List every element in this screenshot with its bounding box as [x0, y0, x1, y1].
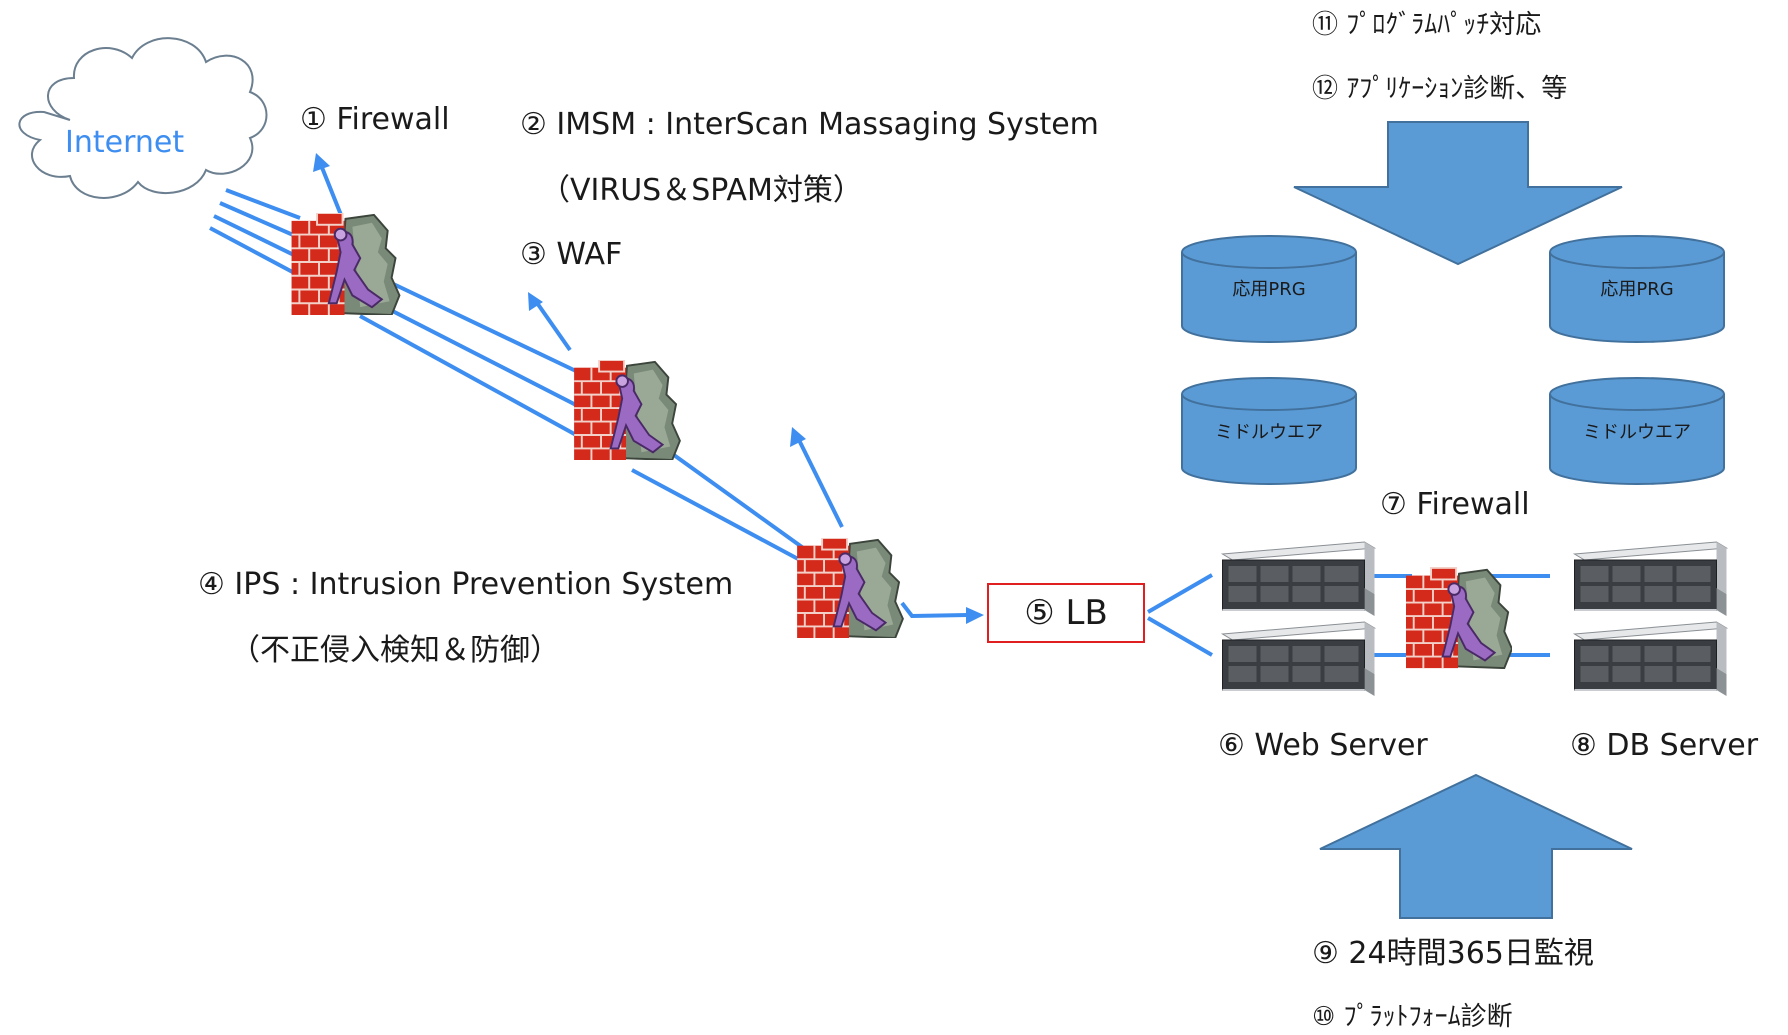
cylinder-mw-right — [1549, 394, 1725, 485]
web-server-icon-2 — [1221, 620, 1376, 698]
db-server-icon-1 — [1573, 540, 1728, 618]
block-arrow-up — [1319, 773, 1633, 919]
web-server-icon-1 — [1221, 540, 1376, 618]
platform-diagnosis-label: ⑩ ﾌﾟﾗｯﾄﾌｫｰﾑ診断 — [1312, 1002, 1513, 1032]
cylinder-app-left — [1181, 252, 1357, 343]
app-diagnosis-label: ⑫ ｱﾌﾟﾘｹｰｼｮﾝ診断、等 — [1312, 74, 1568, 104]
cloud-icon — [18, 37, 268, 199]
cylinder-mw-left-label: ミドルウエア — [1215, 422, 1323, 443]
ips-label: ④ IPS : Intrusion Prevention System — [198, 567, 734, 602]
db-server-icon-2 — [1573, 620, 1728, 698]
web-server-label: ⑥ Web Server — [1218, 728, 1428, 763]
waf-label: ③ WAF — [520, 237, 623, 272]
firewall-7-label: ⑦ Firewall — [1380, 487, 1530, 522]
imsm-sub-label: （VIRUS＆SPAM対策） — [540, 173, 863, 208]
cylinder-app-right — [1549, 252, 1725, 343]
db-server-label: ⑧ DB Server — [1570, 728, 1759, 763]
block-arrow-down — [1293, 121, 1623, 266]
firewall-icon-3 — [796, 538, 904, 638]
patch-label: ⑪ ﾌﾟﾛｸﾞﾗﾑﾊﾟｯﾁ対応 — [1312, 10, 1542, 40]
cylinder-app-left-label: 応用PRG — [1232, 279, 1306, 300]
cloud-label: Internet — [65, 125, 185, 160]
cylinder-mw-right-label: ミドルウエア — [1583, 422, 1691, 443]
firewall-icon-1 — [290, 213, 401, 315]
firewall-icon-2 — [573, 360, 681, 460]
cylinder-app-right-label: 応用PRG — [1600, 279, 1674, 300]
firewall-icon-4 — [1406, 567, 1512, 669]
cylinder-mw-left — [1181, 394, 1357, 485]
load-balancer-label: ⑤ LB — [1024, 593, 1108, 633]
load-balancer-box: ⑤ LB — [987, 583, 1145, 643]
network-links — [209, 164, 1550, 657]
imsm-label: ② IMSM : InterScan Massaging System — [520, 107, 1099, 142]
cylinders — [1181, 235, 1725, 485]
firewall-1-label: ① Firewall — [300, 102, 450, 137]
monitoring-label: ⑨ 24時間365日監視 — [1312, 936, 1594, 971]
ips-sub-label: （不正侵入検知＆防御） — [230, 633, 560, 668]
arrowheads — [313, 153, 984, 624]
